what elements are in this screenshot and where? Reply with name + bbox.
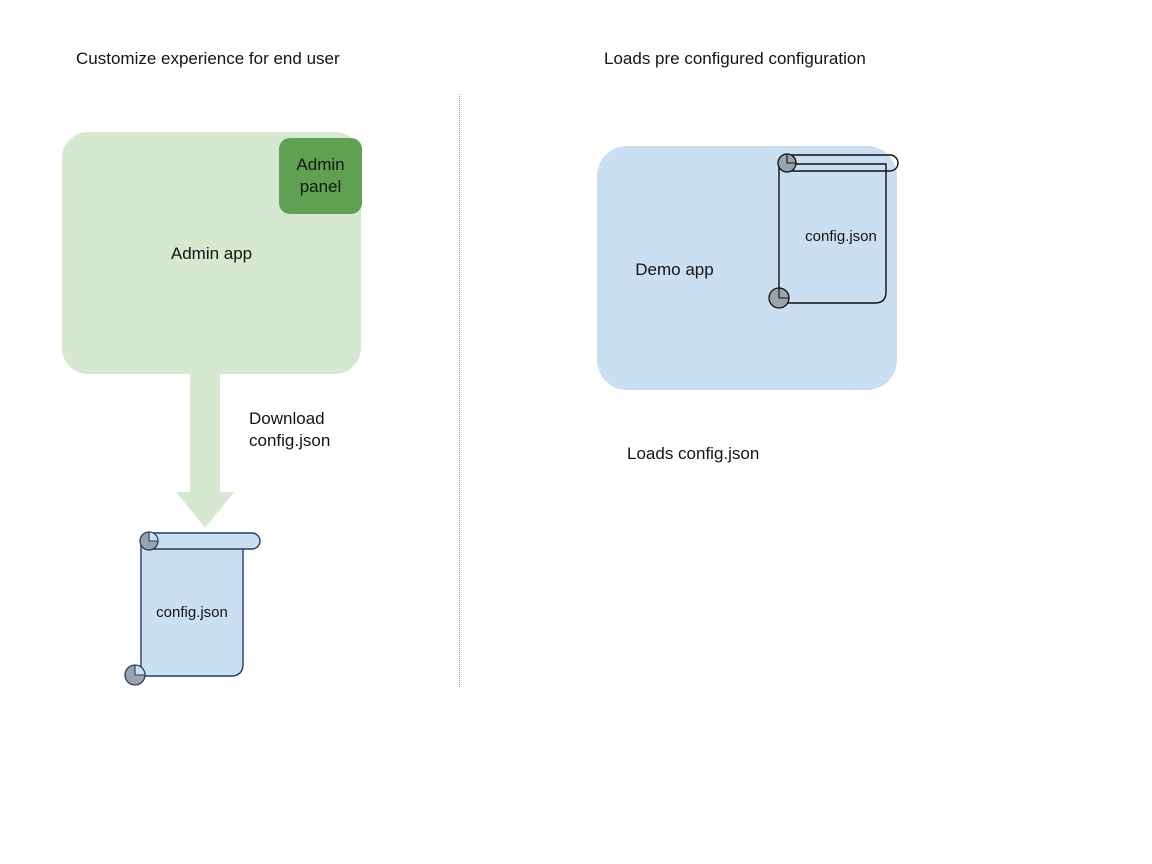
demo-app-label: Demo app xyxy=(635,260,714,279)
column-divider xyxy=(459,94,460,687)
download-arrow-label: Download config.json xyxy=(249,409,331,450)
download-arrow-icon xyxy=(176,372,234,528)
column-title-right: Loads pre configured configuration xyxy=(604,49,866,68)
config-json-document-left[interactable] xyxy=(118,528,266,688)
demo-app-box[interactable] xyxy=(597,146,897,390)
config-json-label-left: config.json xyxy=(156,604,228,621)
admin-panel-label: Admin panel xyxy=(296,155,345,196)
config-json-document-right[interactable] xyxy=(768,150,912,310)
loads-config-caption: Loads config.json xyxy=(627,444,760,463)
admin-app-label: Admin app xyxy=(170,244,253,263)
config-json-label-right: config.json xyxy=(805,228,877,245)
column-title-left: Customize experience for end user xyxy=(76,49,340,68)
admin-panel-box[interactable]: Admin panel xyxy=(279,138,362,214)
